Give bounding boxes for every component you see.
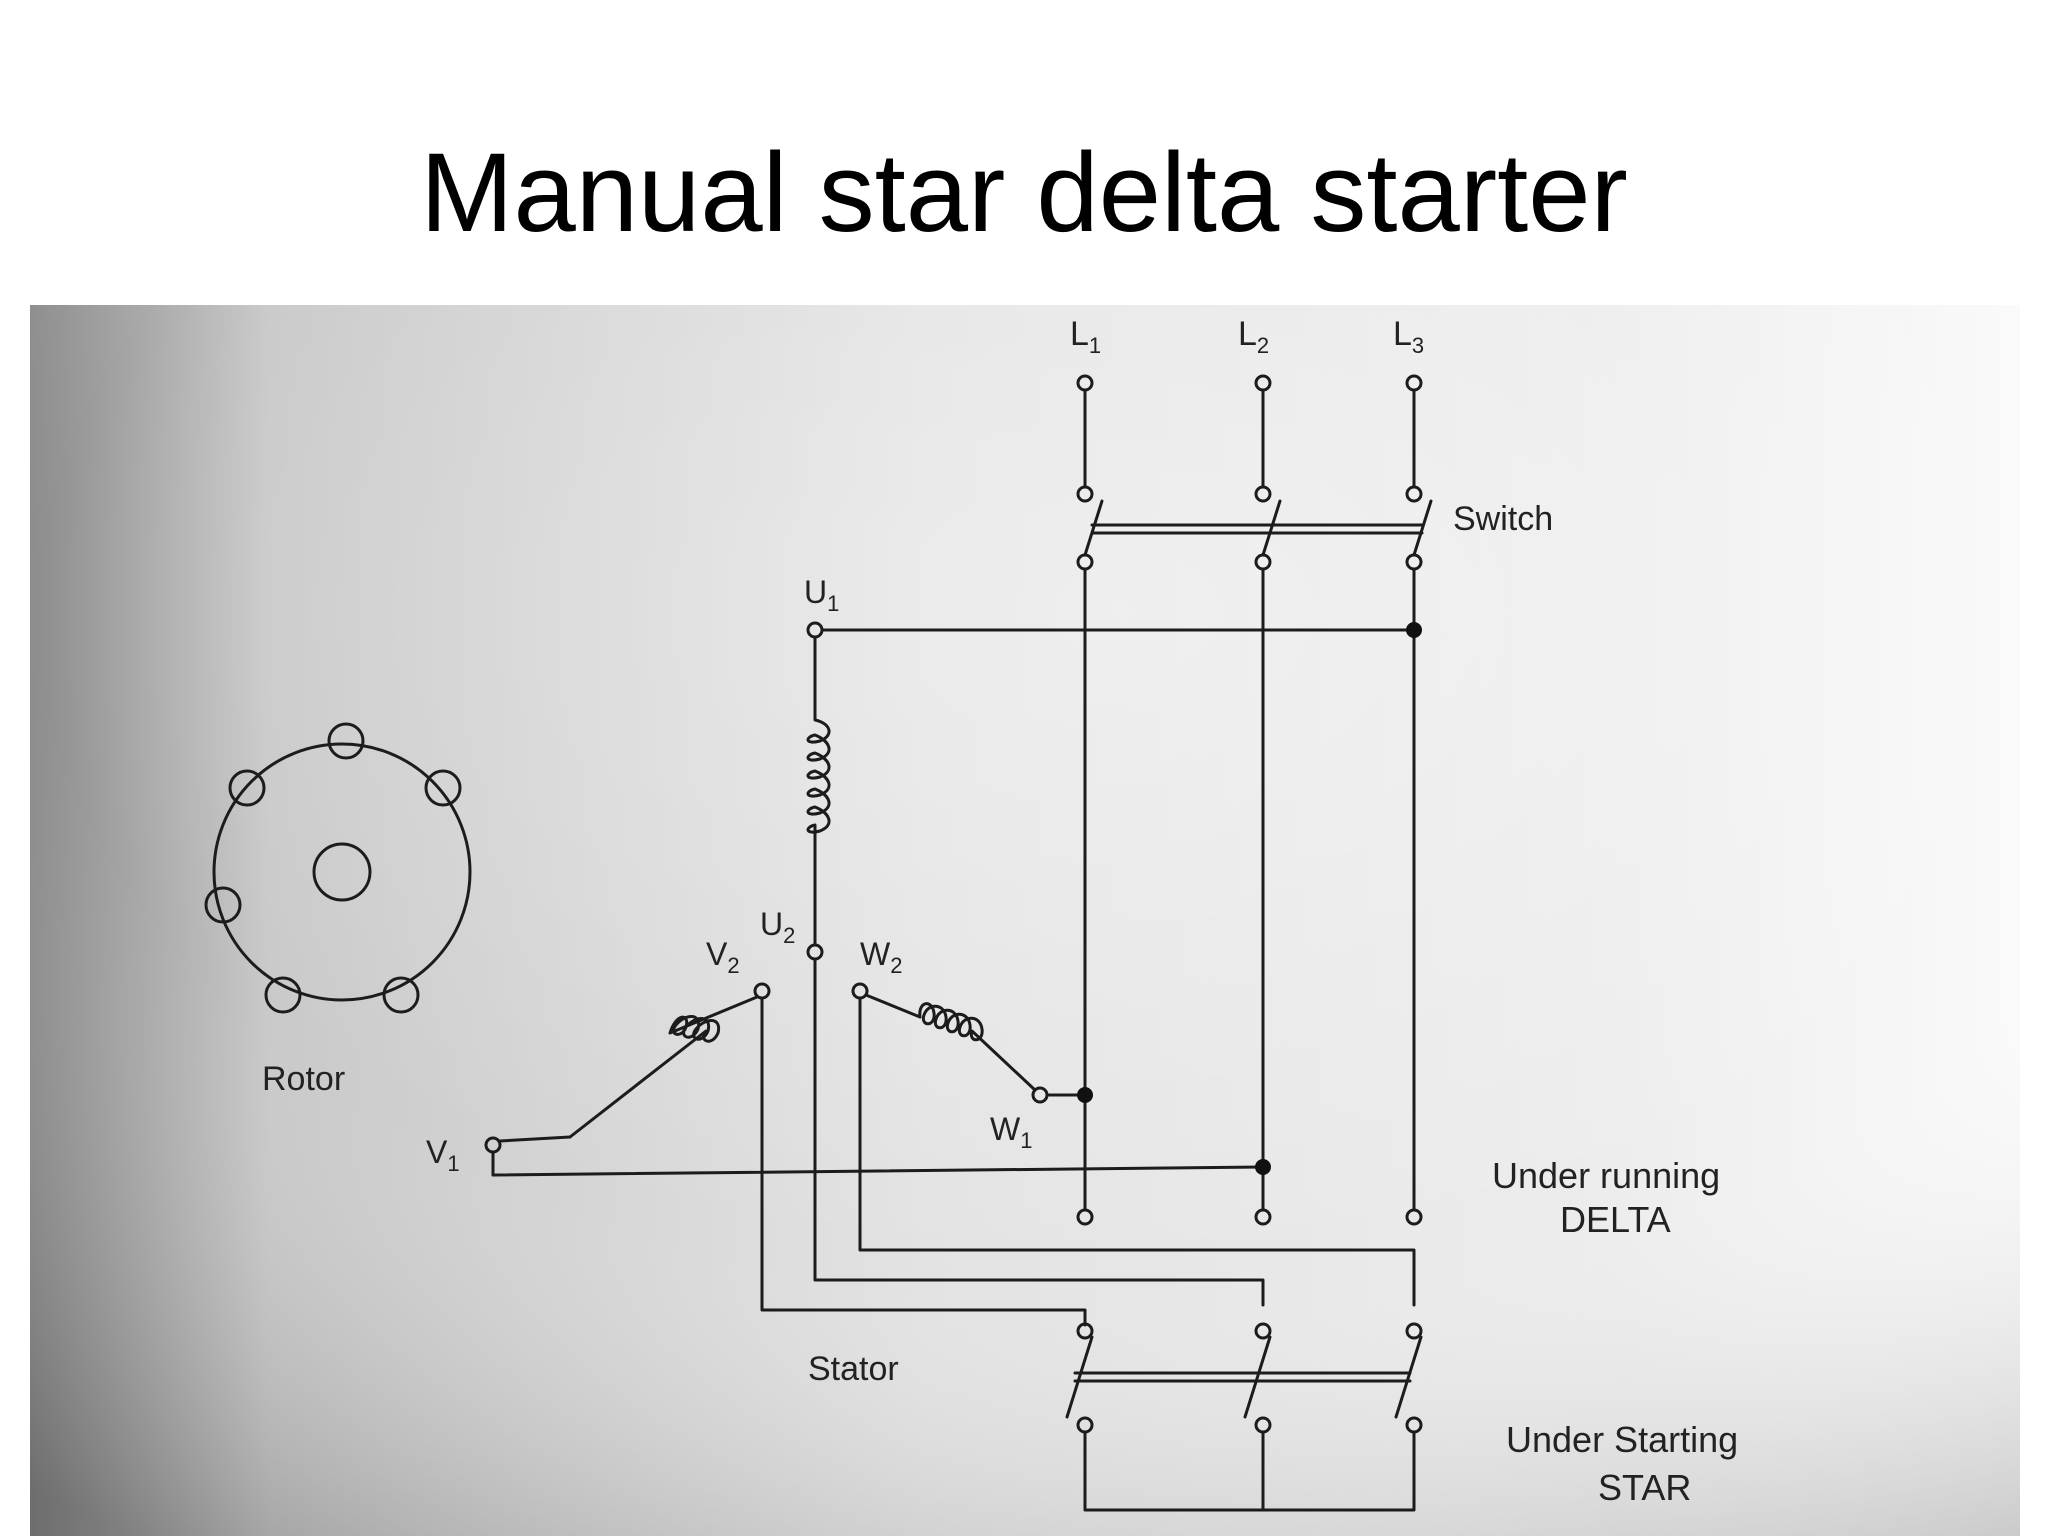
rotor-label: Rotor — [262, 1060, 345, 1098]
stator-label: Stator — [808, 1350, 899, 1388]
star-switch — [1065, 1322, 1423, 1512]
terminal-v1-label: V1 — [426, 1134, 460, 1176]
switch-label: Switch — [1453, 500, 1553, 538]
star-label-line2: STAR — [1598, 1467, 1691, 1508]
line-l3-label: L3 — [1393, 315, 1424, 358]
terminal-w2-label: W2 — [860, 936, 902, 978]
terminal-u1-label: U1 — [804, 574, 839, 616]
terminal-u2-label: U2 — [760, 906, 795, 948]
line-l1-label: L1 — [1070, 315, 1101, 358]
terminal-w1-label: W1 — [990, 1111, 1032, 1153]
w-phase-winding — [851, 982, 1093, 1104]
line-l2-label: L2 — [1238, 315, 1269, 358]
main-switch — [1076, 374, 1433, 571]
star-feed-wires — [760, 957, 1416, 1327]
terminal-v2-label: V2 — [706, 936, 740, 978]
star-label-line1: Under Starting — [1506, 1419, 1738, 1460]
rotor-symbol — [204, 722, 472, 1014]
circuit-diagram-photo: Rotor L1 L2 L3 Switch U1 — [30, 305, 2020, 1536]
slide-title: Manual star delta starter — [420, 130, 1628, 255]
v-phase-winding — [484, 982, 1271, 1177]
delta-label-line2: DELTA — [1560, 1199, 1671, 1240]
delta-label-line1: Under running — [1492, 1155, 1720, 1196]
delta-bus-wires — [1076, 567, 1423, 1226]
